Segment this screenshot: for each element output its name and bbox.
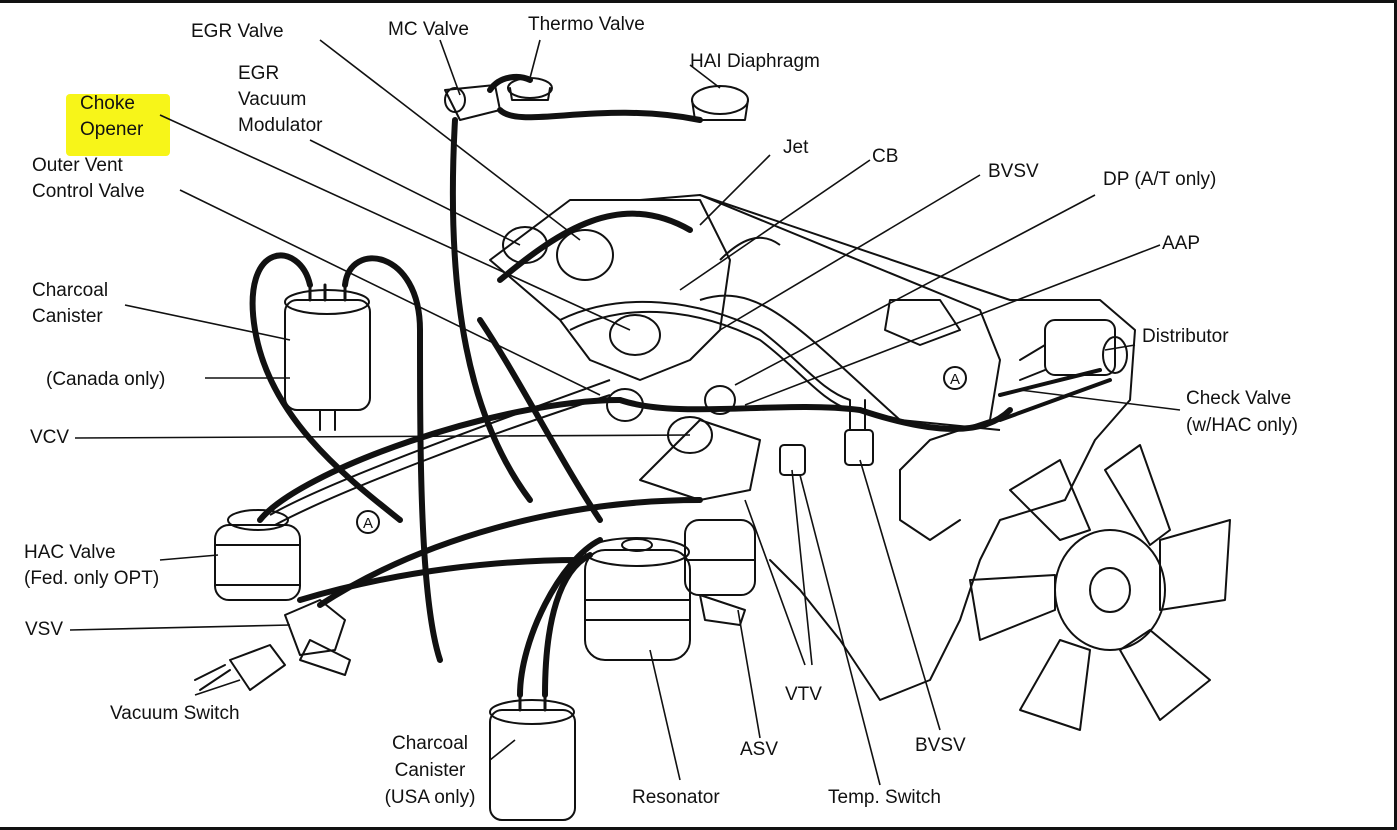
vacuum-hoses xyxy=(249,74,1013,698)
leader-lines xyxy=(69,39,1181,786)
label-outer-vent-control-valve-2: Control Valve xyxy=(32,181,145,202)
label-check-valve-1: Check Valve xyxy=(1186,388,1292,409)
label-charcoal-canister-usa-1: Charcoal xyxy=(391,733,469,754)
label-vacuum-switch: Vacuum Switch xyxy=(110,703,240,724)
label-charcoal-canister-left-1: Charcoal xyxy=(32,280,109,301)
valve-cover-edge xyxy=(699,194,1001,471)
label-bvsv-top: BVSV xyxy=(988,161,1039,182)
label-check-valve-2: (w/HAC only) xyxy=(1186,415,1298,436)
label-charcoal-canister-usa-2: Canister xyxy=(394,760,466,781)
charcoal-canister-left-body xyxy=(284,283,371,431)
label-asv: ASV xyxy=(740,739,779,760)
vacuum-switch-body xyxy=(194,644,286,691)
label-dp: DP (A/T only) xyxy=(1103,169,1217,190)
charcoal-canister-usa-body xyxy=(489,693,576,821)
label-egr-vacuum-modulator-3: Modulator xyxy=(238,115,323,136)
engine-drawing xyxy=(194,77,1231,821)
label-choke-opener-1: Choke xyxy=(80,93,135,114)
label-distributor: Distributor xyxy=(1142,326,1229,347)
label-egr-vacuum-modulator-2: Vacuum xyxy=(238,89,307,110)
label-cb: CB xyxy=(872,146,899,167)
block-ridge xyxy=(884,299,961,346)
carburetor-cluster xyxy=(489,199,761,501)
engine-block-outline xyxy=(639,194,1136,701)
engine-block-lower xyxy=(899,469,961,541)
label-aap: AAP xyxy=(1162,233,1201,254)
choke-opener-highlight xyxy=(66,94,170,156)
label-hac-valve-1: HAC Valve xyxy=(24,542,116,563)
label-thermo-valve: Thermo Valve xyxy=(528,14,645,35)
asv-body xyxy=(684,519,756,626)
label-resonator: Resonator xyxy=(632,787,720,808)
frame-bottom-border xyxy=(0,827,1397,830)
label-vcv: VCV xyxy=(30,427,70,448)
label-vtv: VTV xyxy=(785,684,822,705)
hac-valve-body xyxy=(214,509,301,601)
label-outer-vent-control-valve-1: Outer Vent xyxy=(32,155,123,176)
label-charcoal-canister-left-2: Canister xyxy=(32,306,103,327)
frame-right-border xyxy=(1394,0,1397,830)
label-egr-valve: EGR Valve xyxy=(191,21,284,42)
label-jet: Jet xyxy=(783,137,809,158)
label-hac-valve-2: (Fed. only OPT) xyxy=(24,568,160,589)
vsv-body xyxy=(284,599,351,676)
frame-top-border xyxy=(0,0,1397,3)
label-temp-switch: Temp. Switch xyxy=(828,787,941,808)
distributor-body xyxy=(998,319,1128,422)
bvsv-lower-body xyxy=(844,399,874,466)
label-choke-opener-2: Opener xyxy=(80,119,144,140)
circle-a-text-left: A xyxy=(363,515,373,532)
circle-a-marker-left: A xyxy=(356,510,380,534)
label-charcoal-canister-usa-3: (USA only) xyxy=(384,787,476,808)
label-vsv: VSV xyxy=(25,619,64,640)
resonator-body xyxy=(584,537,691,661)
label-egr-vacuum-modulator-1: EGR xyxy=(238,63,280,84)
circle-a-marker-right: A xyxy=(943,366,967,390)
circle-a-text-right: A xyxy=(950,371,960,388)
label-bvsv-bottom: BVSV xyxy=(915,735,966,756)
radiator-fan xyxy=(969,444,1231,731)
vacuum-hoses-thin xyxy=(269,236,1001,526)
label-canada-only: (Canada only) xyxy=(46,369,166,390)
hai-diaphragm-body xyxy=(691,85,749,121)
label-hai-diaphragm: HAI Diaphragm xyxy=(690,51,820,72)
label-mc-valve: MC Valve xyxy=(388,19,469,40)
